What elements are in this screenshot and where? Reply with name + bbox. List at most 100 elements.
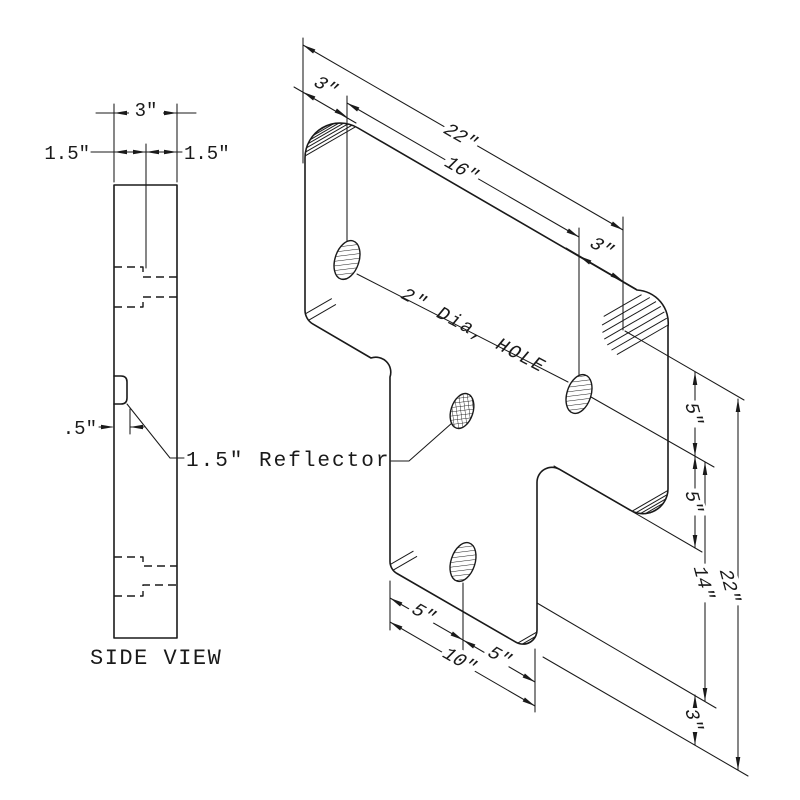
dim-text-3in: 3″ — [135, 100, 158, 122]
dim-label-3-topright: 3″ — [584, 234, 620, 261]
isometric-view: 22″ 16″ 3″ 3″ 5″ 5″ 14″ 22″ 3″ — [293, 37, 749, 777]
fillet-chord — [607, 311, 665, 346]
fillet-chord — [317, 124, 329, 132]
hole-middle — [565, 373, 593, 415]
arrowhead — [579, 256, 592, 265]
extension-line-iso — [536, 602, 717, 709]
arrowhead — [692, 535, 698, 548]
fillet-chord — [392, 555, 418, 571]
fillet-chord — [304, 126, 356, 157]
dim-label-overall-width: 22″ — [437, 119, 485, 153]
arrowhead — [164, 110, 177, 116]
hole-top — [333, 239, 361, 281]
extension-line-iso — [624, 330, 745, 401]
dimension-arrowheads — [101, 45, 741, 770]
svg-text:2″ Dia, HOLE: 2″ Dia, HOLE — [395, 285, 551, 378]
fillet-chord — [601, 297, 651, 326]
dim-label-5-bottomright: 5″ — [481, 641, 520, 670]
leader-reflector-side — [126, 403, 185, 459]
hidden-edge-upper-2 — [114, 296, 177, 308]
fillet-chord — [602, 301, 657, 333]
fillet-shading — [304, 122, 669, 645]
leader-reflector-iso — [390, 422, 453, 462]
fillet-chord — [649, 506, 661, 514]
reflector-ellipse — [449, 392, 475, 430]
svg-text:22″: 22″ — [437, 120, 482, 153]
dim-label-5-upper: 5″ — [679, 400, 708, 428]
fillet-chord — [306, 123, 349, 149]
svg-text:5″: 5″ — [679, 491, 707, 513]
fillet-chord — [603, 294, 642, 317]
fillet-chord — [616, 324, 669, 356]
svg-text:10″: 10″ — [436, 644, 481, 677]
side-view: 3″ 1.5″ 1.5″ .5″ 1.5″ Reflector SIDE VIE… — [44, 100, 390, 671]
extension-line-iso — [542, 656, 749, 777]
view-title: SIDE VIEW — [90, 646, 222, 671]
dim-label-5-mid: 5″ — [679, 488, 708, 516]
fillet-chord — [307, 122, 344, 145]
fillet-chord — [390, 550, 414, 565]
arrowhead — [692, 456, 698, 469]
dim-label-16: 16″ — [438, 152, 486, 186]
fillet-chord — [312, 123, 335, 136]
arrowhead — [702, 688, 708, 701]
fillet-chord — [611, 317, 668, 351]
arrowhead — [735, 399, 741, 412]
dim-line-3-topright — [565, 247, 637, 290]
reflector-profile — [113, 375, 128, 405]
fillet-chord — [604, 305, 662, 340]
svg-text:5″: 5″ — [405, 600, 441, 627]
fillet-chord — [517, 631, 538, 644]
arrowhead — [101, 424, 114, 430]
arrowhead — [164, 149, 177, 155]
arrowhead — [130, 424, 143, 430]
fillet-chord — [522, 636, 536, 645]
hidden-edge-lower-2 — [114, 584, 177, 597]
dim-text-0.5: .5″ — [63, 418, 97, 440]
fillet-chord — [305, 298, 333, 315]
leader-hole-note — [356, 273, 569, 383]
fillet-chord — [644, 502, 664, 515]
arrowhead — [114, 149, 127, 155]
svg-text:3″: 3″ — [679, 709, 707, 731]
arrowhead — [610, 272, 623, 281]
arrowhead — [692, 732, 698, 745]
arrowhead — [702, 462, 708, 475]
fillet-chord — [308, 304, 337, 321]
note-reflector: 1.5″ Reflector — [186, 450, 390, 473]
fillet-chord — [309, 122, 340, 141]
fillet-chord — [305, 124, 353, 153]
svg-text:16″: 16″ — [438, 153, 483, 186]
dim-label-5-bottomleft: 5″ — [405, 598, 444, 627]
fillet-chord — [631, 490, 669, 512]
arrowhead — [450, 631, 463, 640]
dim-text-1.5-left: 1.5″ — [44, 143, 90, 165]
svg-text:5″: 5″ — [679, 403, 707, 425]
arrowhead — [610, 221, 623, 230]
arrowhead — [692, 695, 698, 708]
hidden-edge-upper-1 — [114, 266, 177, 278]
arrowhead — [390, 598, 403, 607]
plate-outline — [304, 122, 670, 645]
arrowhead — [692, 443, 698, 456]
fillet-chord — [635, 494, 668, 514]
dim-label-3-bottom: 3″ — [679, 706, 708, 734]
arrowhead — [133, 149, 146, 155]
arrowhead — [347, 103, 360, 112]
arrowhead — [522, 673, 535, 682]
arrowhead — [566, 228, 579, 237]
arrowhead — [114, 110, 127, 116]
arrowhead — [735, 757, 741, 770]
arrowhead — [463, 640, 476, 649]
arrowhead — [692, 372, 698, 385]
svg-text:3″: 3″ — [584, 234, 620, 261]
fillet-chord — [639, 498, 667, 515]
arrowhead — [303, 45, 316, 54]
extension-line-iso — [590, 396, 715, 468]
hole-bottom — [449, 541, 477, 583]
arrowhead — [334, 108, 347, 117]
arrowhead — [390, 622, 403, 631]
arrowhead — [522, 697, 535, 706]
